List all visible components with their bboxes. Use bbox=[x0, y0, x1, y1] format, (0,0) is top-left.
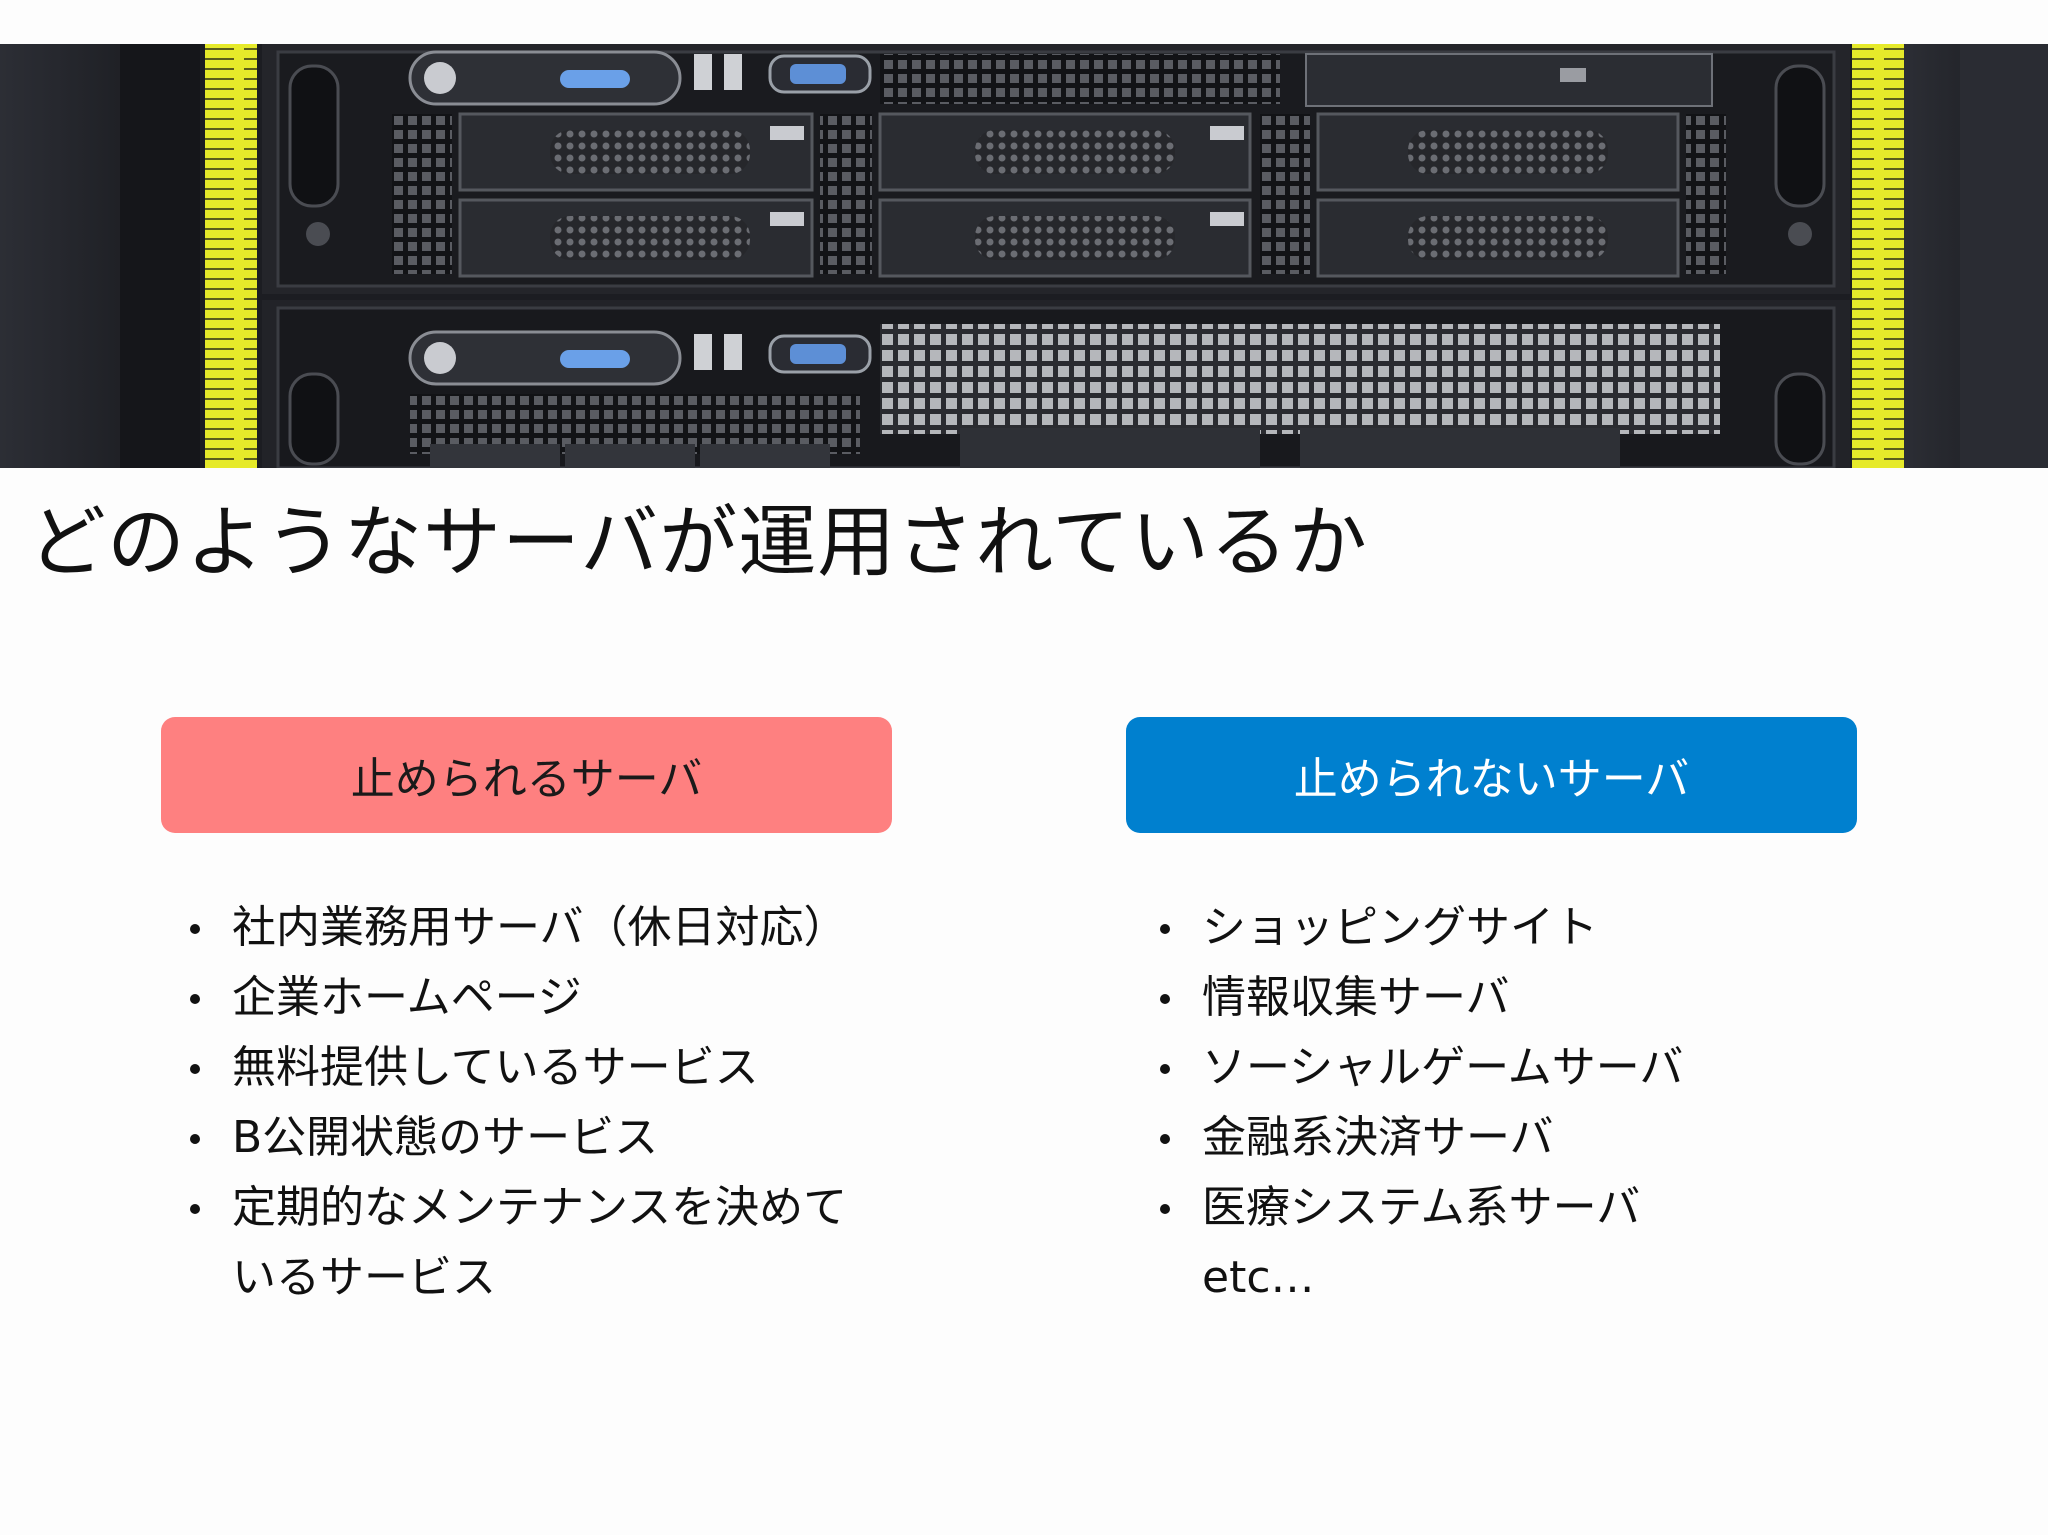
bullet-icon bbox=[190, 1134, 200, 1144]
bullet-icon bbox=[190, 994, 200, 1004]
stoppable-server-list: 社内業務用サーバ（休日対応） 企業ホームページ 無料提供しているサービス B公開… bbox=[190, 893, 910, 1313]
bullet-icon bbox=[190, 924, 200, 934]
list-item: ソーシャルゲームサーバ bbox=[1160, 1033, 1880, 1103]
category-unstoppable-servers: 止められないサーバ bbox=[1126, 717, 1857, 833]
bullet-icon bbox=[1160, 994, 1170, 1004]
category-unstoppable-label: 止められないサーバ bbox=[1293, 754, 1690, 805]
bullet-icon bbox=[1160, 1134, 1170, 1144]
bullet-icon bbox=[190, 1064, 200, 1074]
slide-title: どのようなサーバが運用されているか bbox=[28, 498, 1368, 588]
bullet-icon bbox=[1160, 924, 1170, 934]
category-stoppable-label: 止められるサーバ bbox=[350, 754, 703, 805]
list-item-etc: etc… bbox=[1202, 1252, 1315, 1303]
list-item: 社内業務用サーバ（休日対応） bbox=[190, 893, 910, 963]
list-item: 無料提供しているサービス bbox=[190, 1033, 910, 1103]
list-item: 企業ホームページ bbox=[190, 963, 910, 1033]
bullet-icon bbox=[1160, 1204, 1170, 1214]
list-item: B公開状態のサービス bbox=[190, 1103, 910, 1173]
list-item: ショッピングサイト bbox=[1160, 893, 1880, 963]
unstoppable-server-list: ショッピングサイト 情報収集サーバ ソーシャルゲームサーバ 金融系決済サーバ 医… bbox=[1160, 893, 1880, 1313]
list-item: 金融系決済サーバ bbox=[1160, 1103, 1880, 1173]
category-stoppable-servers: 止められるサーバ bbox=[161, 717, 892, 833]
bullet-icon bbox=[1160, 1064, 1170, 1074]
bullet-icon bbox=[190, 1204, 200, 1214]
list-item: 定期的なメンテナンスを決めているサービス bbox=[190, 1173, 872, 1313]
rack-server-photo bbox=[0, 44, 2048, 468]
list-item: 情報収集サーバ bbox=[1160, 963, 1880, 1033]
list-item: 医療システム系サーバ bbox=[1160, 1173, 1880, 1243]
